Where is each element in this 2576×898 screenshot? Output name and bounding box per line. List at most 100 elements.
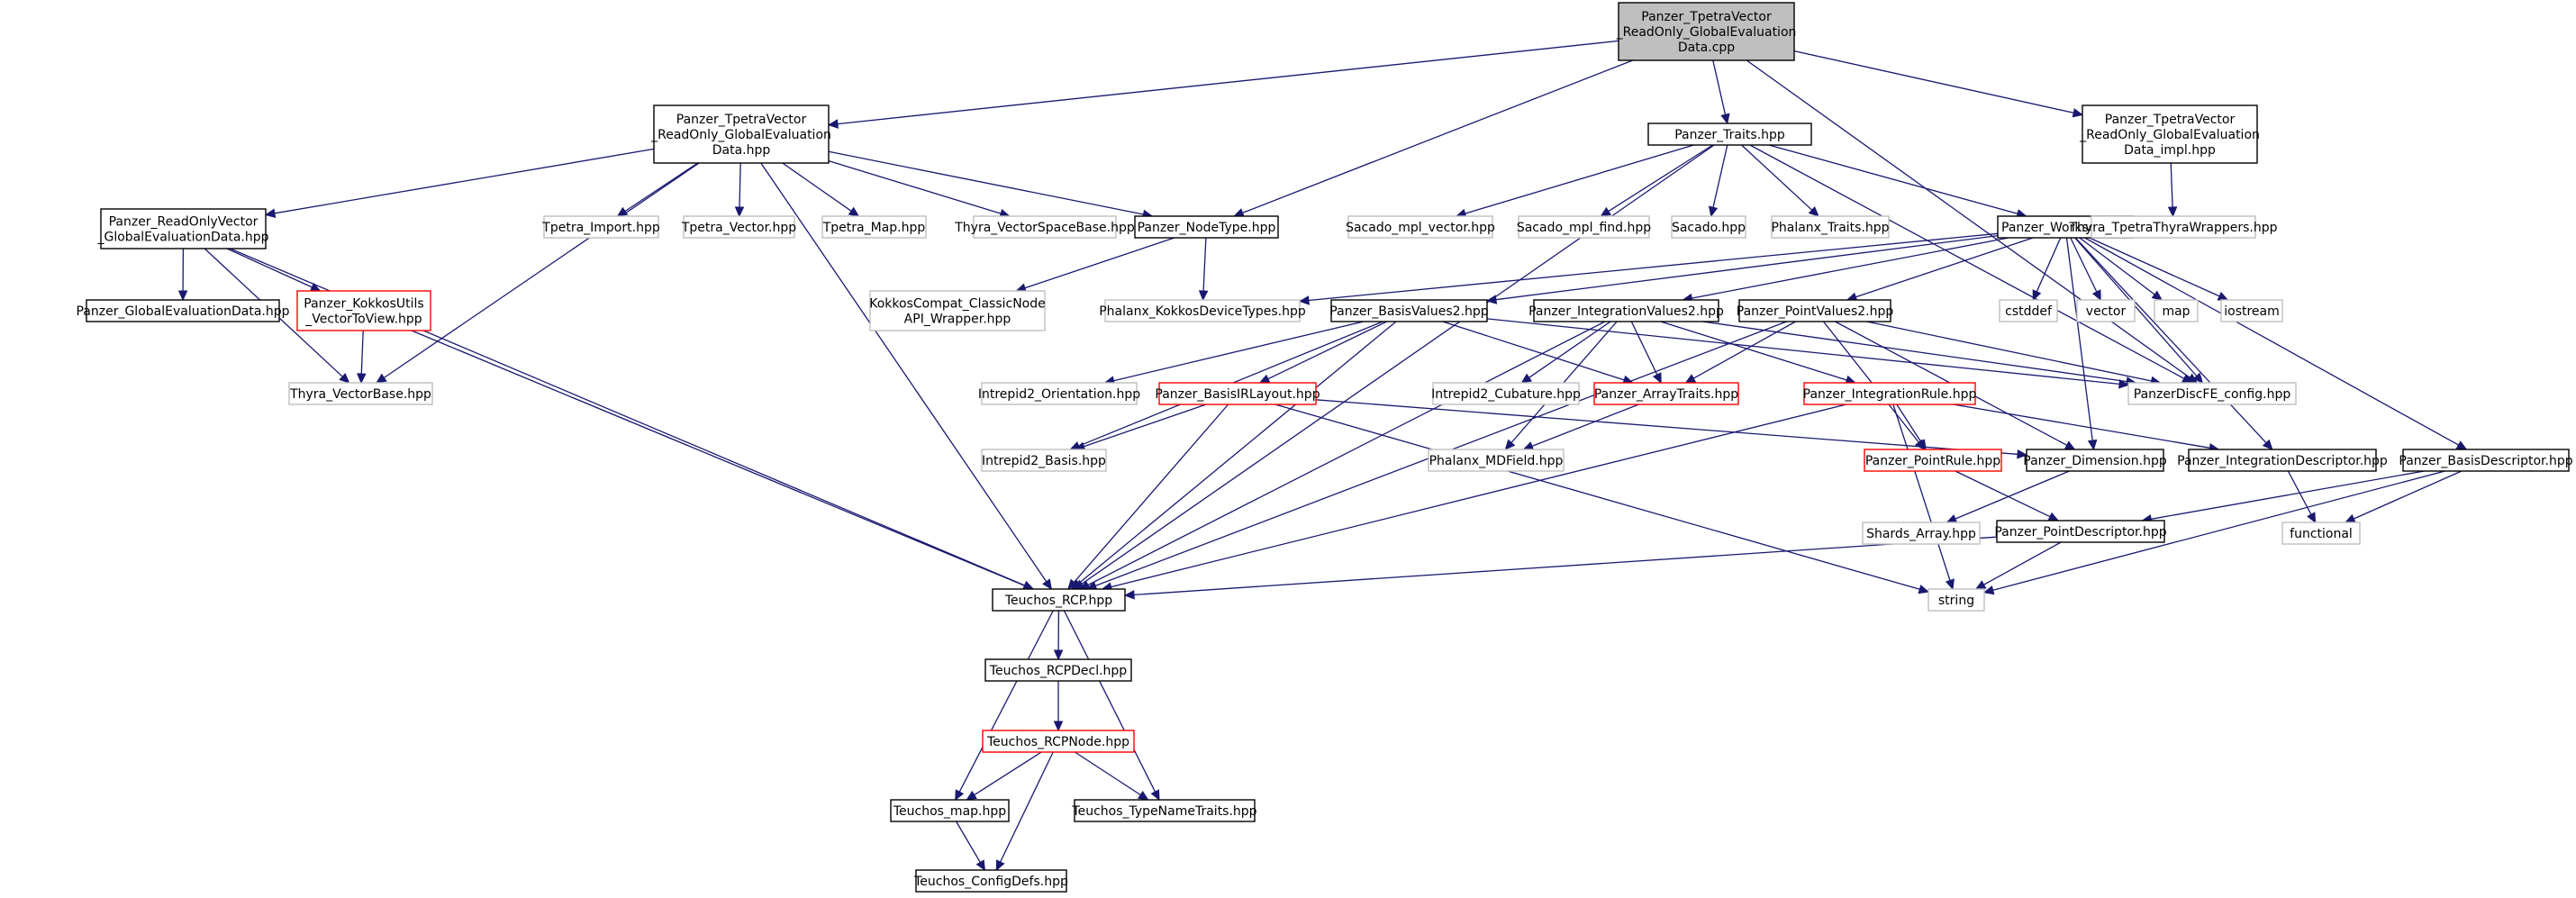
edge-intdesc-to-functional: [2287, 470, 2317, 524]
node-tvector[interactable]: Tpetra_Vector.hpp: [681, 215, 796, 239]
node-box: [1432, 382, 1580, 405]
node-phtraits[interactable]: Phalanx_Traits.hpp: [1771, 215, 1890, 239]
node-traits[interactable]: Panzer_Traits.hpp: [1647, 122, 1812, 146]
dependency-edges: [177, 40, 2468, 872]
node-label: Thyra_TpetraThyraWrappers.hpp: [2068, 221, 2277, 235]
node-label: API_Wrapper.hpp: [904, 313, 1011, 327]
node-sacado[interactable]: Sacado.hpp: [1671, 215, 1746, 239]
node-box: [1518, 215, 1650, 239]
edge-hdr-to-rovec: [264, 148, 655, 218]
node-box: [683, 215, 795, 239]
node-i2orient[interactable]: Intrepid2_Orientation.hpp: [978, 382, 1140, 405]
node-map[interactable]: map: [2154, 299, 2199, 322]
edge-workset-to-intdesc: [2074, 237, 2273, 450]
node-box: [86, 299, 280, 322]
node-cstddef[interactable]: cstddef: [1999, 299, 2058, 322]
node-rcpnode[interactable]: Teuchos_RCPNode.hpp: [982, 730, 1135, 753]
edge-hdr-to-tvector: [734, 162, 745, 218]
node-phkdt[interactable]: Phalanx_KokkosDeviceTypes.hpp: [1099, 299, 1306, 322]
node-thyratw[interactable]: Thyra_TpetraThyraWrappers.hpp: [2068, 215, 2278, 239]
node-thyravb[interactable]: Thyra_VectorBase.hpp: [288, 382, 433, 405]
node-box: [1593, 382, 1739, 405]
node-rcp[interactable]: Teuchos_RCP.hpp: [992, 588, 1126, 612]
node-label: Teuchos_RCPDecl.hpp: [989, 664, 1128, 678]
edge-rcp-to-typename: [1063, 610, 1160, 802]
node-tmap[interactable]: Tpetra_Map.hpp: [821, 215, 927, 239]
edge-workset-to-map: [2079, 237, 2163, 301]
node-sacfind[interactable]: Sacado_mpl_find.hpp: [1517, 215, 1651, 239]
node-label: string: [1938, 594, 1974, 608]
node-string[interactable]: string: [1927, 588, 1985, 612]
node-box: [821, 215, 927, 239]
edge-traits-to-sacfind: [1600, 144, 1713, 217]
node-tmaphpp[interactable]: Teuchos_map.hpp: [890, 799, 1010, 822]
node-functional[interactable]: functional: [2281, 522, 2361, 545]
node-dimension[interactable]: Panzer_Dimension.hpp: [2023, 449, 2167, 472]
edge-workset-to-pdfe: [2074, 237, 2204, 384]
node-impl[interactable]: Panzer_TpetraVector_ReadOnly_GlobalEvalu…: [2079, 104, 2260, 164]
edge-birl-to-string: [1274, 404, 1930, 594]
edge-iv2-to-mdfield: [1504, 321, 1618, 450]
edge-workset-to-phkdt: [1298, 232, 1999, 305]
node-pv2[interactable]: Panzer_PointValues2.hpp: [1737, 299, 1894, 322]
node-thyravsb[interactable]: Thyra_VectorSpaceBase.hpp: [954, 215, 1135, 239]
edge-traits-to-sacado: [1708, 144, 1728, 218]
node-kku[interactable]: Panzer_KokkosUtils_VectorToView.hpp: [296, 290, 431, 331]
node-vector[interactable]: vector: [2076, 299, 2136, 322]
edge-workset-to-iostream: [2089, 237, 2229, 301]
node-gevd[interactable]: Panzer_GlobalEvaluationData.hpp: [76, 299, 290, 322]
node-label: Panzer_BasisDescriptor.hpp: [2399, 454, 2572, 468]
node-bv2[interactable]: Panzer_BasisValues2.hpp: [1329, 299, 1489, 322]
node-root[interactable]: Panzer_TpetraVector_ReadOnly_GlobalEvalu…: [1616, 2, 1797, 61]
node-arrtraits[interactable]: Panzer_ArrayTraits.hpp: [1593, 382, 1739, 405]
node-label: iostream: [2224, 304, 2280, 319]
node-label: Tpetra_Map.hpp: [822, 221, 926, 235]
node-label: Data.cpp: [1678, 41, 1735, 55]
node-sacvec[interactable]: Sacado_mpl_vector.hpp: [1346, 215, 1495, 239]
node-box: [2281, 522, 2361, 545]
node-box: [869, 290, 1046, 331]
node-typename[interactable]: Teuchos_TypeNameTraits.hpp: [1071, 799, 1257, 822]
node-label: functional: [2290, 527, 2353, 541]
node-mdfield[interactable]: Phalanx_MDField.hpp: [1428, 449, 1565, 472]
node-pdfe[interactable]: PanzerDiscFE_config.hpp: [2127, 382, 2297, 405]
node-label: Sacado.hpp: [1672, 221, 1746, 235]
node-i2cub[interactable]: Intrepid2_Cubature.hpp: [1431, 382, 1581, 405]
node-timport[interactable]: Tpetra_Import.hpp: [541, 215, 660, 239]
edge-arrtraits-to-mdfield: [1522, 404, 1639, 451]
node-nodetype[interactable]: Panzer_NodeType.hpp: [1134, 215, 1279, 239]
node-rcpdecl[interactable]: Teuchos_RCPDecl.hpp: [984, 658, 1132, 682]
node-label: Panzer_Traits.hpp: [1674, 128, 1785, 142]
node-birl[interactable]: Panzer_BasisIRLayout.hpp: [1155, 382, 1320, 405]
node-shards[interactable]: Shards_Array.hpp: [1862, 522, 1981, 545]
node-basisdesc[interactable]: Panzer_BasisDescriptor.hpp: [2399, 449, 2573, 472]
node-i2basis[interactable]: Intrepid2_Basis.hpp: [981, 449, 1107, 472]
node-label: KokkosCompat_ClassicNode: [869, 297, 1046, 312]
node-ptdesc[interactable]: Panzer_PointDescriptor.hpp: [1994, 520, 2167, 543]
node-box: [2402, 449, 2570, 472]
edge-basisdesc-to-functional: [2344, 470, 2463, 523]
node-label: Panzer_TpetraVector: [2105, 113, 2236, 127]
node-label: Panzer_PointValues2.hpp: [1737, 304, 1894, 319]
node-intrule[interactable]: Panzer_IntegrationRule.hpp: [1803, 382, 1977, 405]
node-iostream[interactable]: iostream: [2220, 299, 2283, 322]
node-label: Teuchos_ConfigDefs.hpp: [913, 875, 1068, 889]
node-hdr[interactable]: Panzer_TpetraVector_ReadOnly_GlobalEvalu…: [650, 104, 831, 164]
node-iv2[interactable]: Panzer_IntegrationValues2.hpp: [1528, 299, 1724, 322]
node-box: [2026, 449, 2164, 472]
node-label: Panzer_NodeType.hpp: [1138, 221, 1276, 235]
node-label: _GlobalEvaluationData.hpp: [96, 231, 268, 245]
node-box: [1428, 449, 1565, 472]
node-ptrule[interactable]: Panzer_PointRule.hpp: [1864, 449, 2002, 472]
edge-bv2-to-i2orient: [1103, 321, 1364, 386]
node-label: Phalanx_MDField.hpp: [1429, 454, 1564, 468]
node-rovec[interactable]: Panzer_ReadOnlyVector_GlobalEvaluationDa…: [96, 208, 269, 249]
node-intdesc[interactable]: Panzer_IntegrationDescriptor.hpp: [2177, 449, 2388, 472]
edge-bv2-to-rcp: [1071, 321, 1397, 590]
node-label: Panzer_ArrayTraits.hpp: [1594, 387, 1738, 402]
edge-hdr-to-timport: [616, 162, 699, 217]
node-configdefs[interactable]: Teuchos_ConfigDefs.hpp: [913, 869, 1068, 893]
node-label: map: [2162, 304, 2190, 319]
edge-tmaphpp-to-configdefs: [956, 821, 986, 872]
